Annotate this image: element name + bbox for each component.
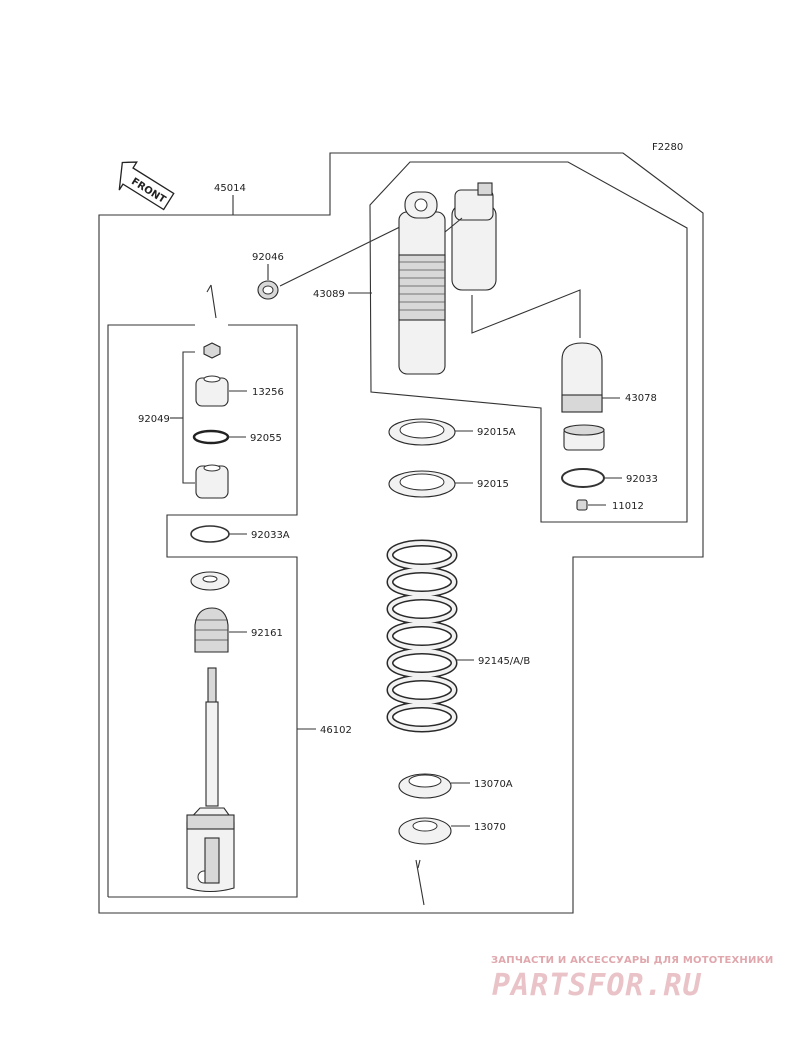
label-43078: 43078 [625,393,657,404]
label-13070: 13070 [474,822,506,833]
label-92049: 92049 [138,414,170,425]
diagram-code: F2280 [652,142,683,153]
label-11012: 11012 [612,501,644,512]
label-92033: 92033 [626,474,658,485]
part-13070-spring-seat [398,817,452,845]
label-13256: 13256 [252,387,284,398]
part-43078-reservoir [561,342,603,413]
watermark-logo: PARTSFOR.RU [492,968,702,1003]
label-92015A: 92015A [477,427,516,438]
watermark-caption: ЗАПЧАСТИ И АКСЕССУАРЫ ДЛЯ МОТОТЕХНИКИ [491,955,774,966]
part-92033A-circlip [190,525,230,543]
part-92049-hex-nut [203,342,221,359]
part-13256-collar [195,375,229,407]
label-92046: 92046 [252,252,284,263]
front-arrow-icon: FRONT [118,161,175,211]
part-reservoir-collar [563,424,605,451]
label-13070A: 13070A [474,779,513,790]
label-45014: 45014 [214,183,246,194]
part-43089-shock-body [398,182,497,375]
label-46102: 46102 [320,725,352,736]
part-92055-o-ring [192,429,230,445]
part-92015A-lock-nut [388,418,456,446]
assembly-outline-45014 [98,152,704,914]
label-92033A: 92033A [251,530,290,541]
part-92161-bump-rubber [194,607,229,653]
part-11012-valve-cap [576,499,588,511]
part-92046-bushing [257,280,279,300]
label-43089: 43089 [313,289,345,300]
part-92015-adjuster-nut [388,470,456,498]
body-subassembly-outline [369,161,688,523]
part-bump-seat [195,464,229,499]
label-92145: 92145/A/B [478,656,530,667]
part-rod-washer [190,571,230,591]
part-92033-o-ring [561,468,605,488]
label-92015: 92015 [477,479,509,490]
rod-subassembly-outline [107,324,298,898]
part-13070A-spring-seat [398,773,452,799]
label-92055: 92055 [250,433,282,444]
label-92161: 92161 [251,628,283,639]
part-46102-damper-rod [186,667,235,893]
